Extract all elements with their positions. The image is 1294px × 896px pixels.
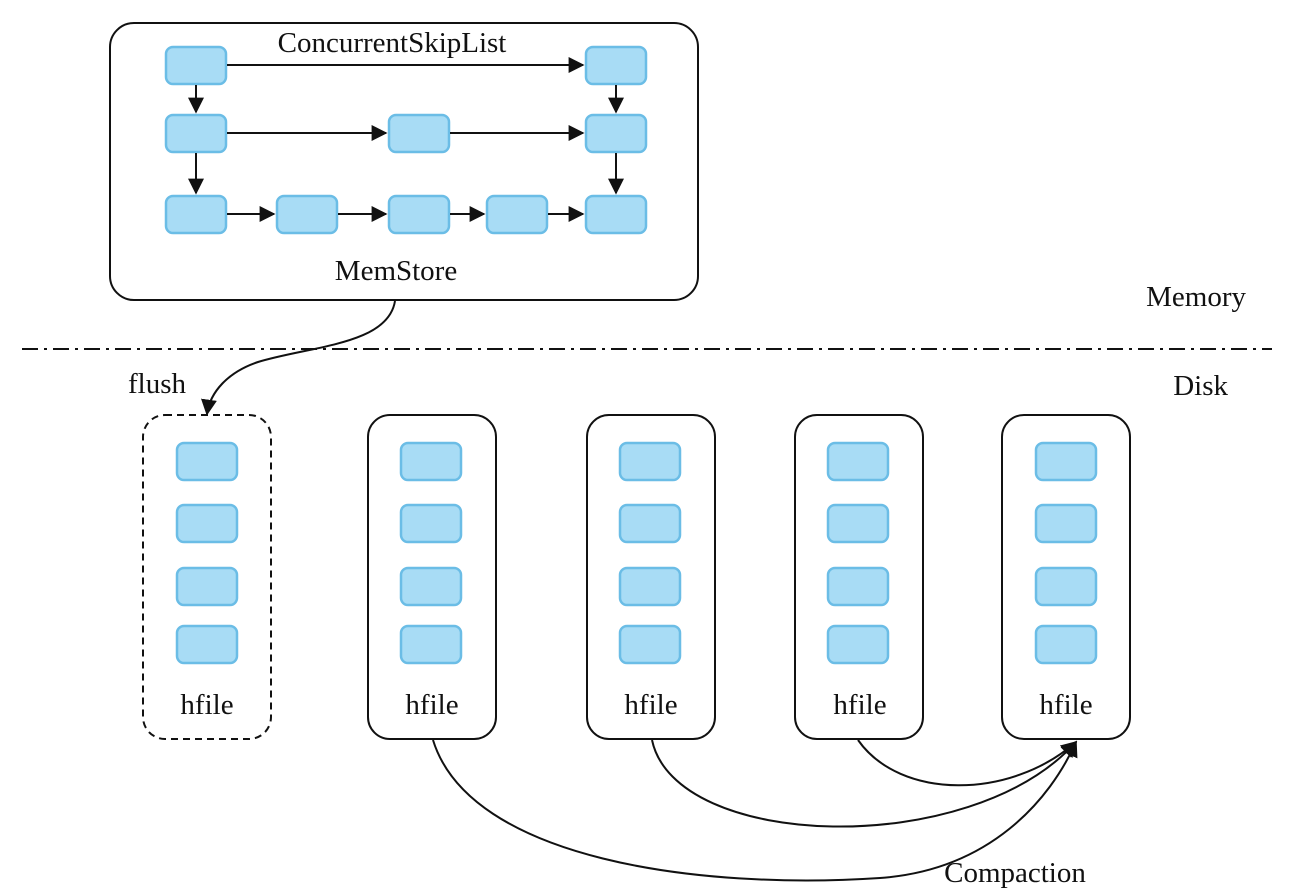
- hfile-block: [1034, 503, 1098, 544]
- flush-arrow: [201, 300, 396, 416]
- skiplist-label: ConcurrentSkipList: [278, 27, 507, 59]
- skiplist-node: [275, 194, 339, 235]
- hfile: hfile: [586, 414, 716, 740]
- hfile-block: [1034, 566, 1098, 607]
- hfile-block: [826, 441, 890, 482]
- skiplist-node: [584, 113, 648, 154]
- hfile-label: hfile: [833, 689, 886, 721]
- memstore-label: MemStore: [335, 255, 457, 287]
- hfile-block: [618, 441, 682, 482]
- hfile-block: [399, 566, 463, 607]
- hfile-box: [142, 414, 272, 740]
- hfile: hfile: [367, 414, 497, 740]
- hfile-block: [175, 566, 239, 607]
- hfile-label: hfile: [1039, 689, 1092, 721]
- hfile-box: [794, 414, 924, 740]
- disk-label: Disk: [1173, 370, 1228, 402]
- skiplist-node: [387, 194, 451, 235]
- hfile-block: [826, 566, 890, 607]
- skiplist-node: [164, 194, 228, 235]
- skiplist-node: [485, 194, 549, 235]
- hfile-block: [399, 624, 463, 665]
- hfile-block: [175, 624, 239, 665]
- memory-label: Memory: [1146, 281, 1246, 313]
- hfile-block: [618, 624, 682, 665]
- hfile-block: [1034, 624, 1098, 665]
- hfile-block: [1034, 441, 1098, 482]
- hfile-block: [399, 503, 463, 544]
- hfile-label: hfile: [180, 689, 233, 721]
- compaction-label: Compaction: [944, 857, 1086, 889]
- hfile-block: [399, 441, 463, 482]
- skiplist-node: [584, 45, 648, 86]
- hfile-flushing: hfile: [142, 414, 272, 740]
- hfile-box: [1001, 414, 1131, 740]
- hfile-block: [618, 503, 682, 544]
- hfile-label: hfile: [405, 689, 458, 721]
- hfile-label: hfile: [624, 689, 677, 721]
- hfile-box: [586, 414, 716, 740]
- skiplist-node: [387, 113, 451, 154]
- hfile-block: [826, 503, 890, 544]
- hfile-block: [175, 441, 239, 482]
- compaction-arrow: [651, 739, 1078, 828]
- memstore-box: [109, 22, 699, 301]
- skiplist-node: [584, 194, 648, 235]
- flush-label: flush: [128, 368, 187, 400]
- compaction-arrow: [857, 739, 1078, 787]
- skiplist-node: [164, 45, 228, 86]
- skiplist-node: [164, 113, 228, 154]
- hfile-box: [367, 414, 497, 740]
- skiplist-cells: [164, 45, 648, 235]
- hfile-block: [826, 624, 890, 665]
- hfile-compacted: hfile: [1001, 414, 1131, 740]
- compaction-arrow: [432, 739, 1078, 882]
- hfile-block: [618, 566, 682, 607]
- hfile-block: [175, 503, 239, 544]
- skiplist-edges: [188, 57, 624, 222]
- hfile: hfile: [794, 414, 924, 740]
- compaction-edges: [432, 739, 1078, 882]
